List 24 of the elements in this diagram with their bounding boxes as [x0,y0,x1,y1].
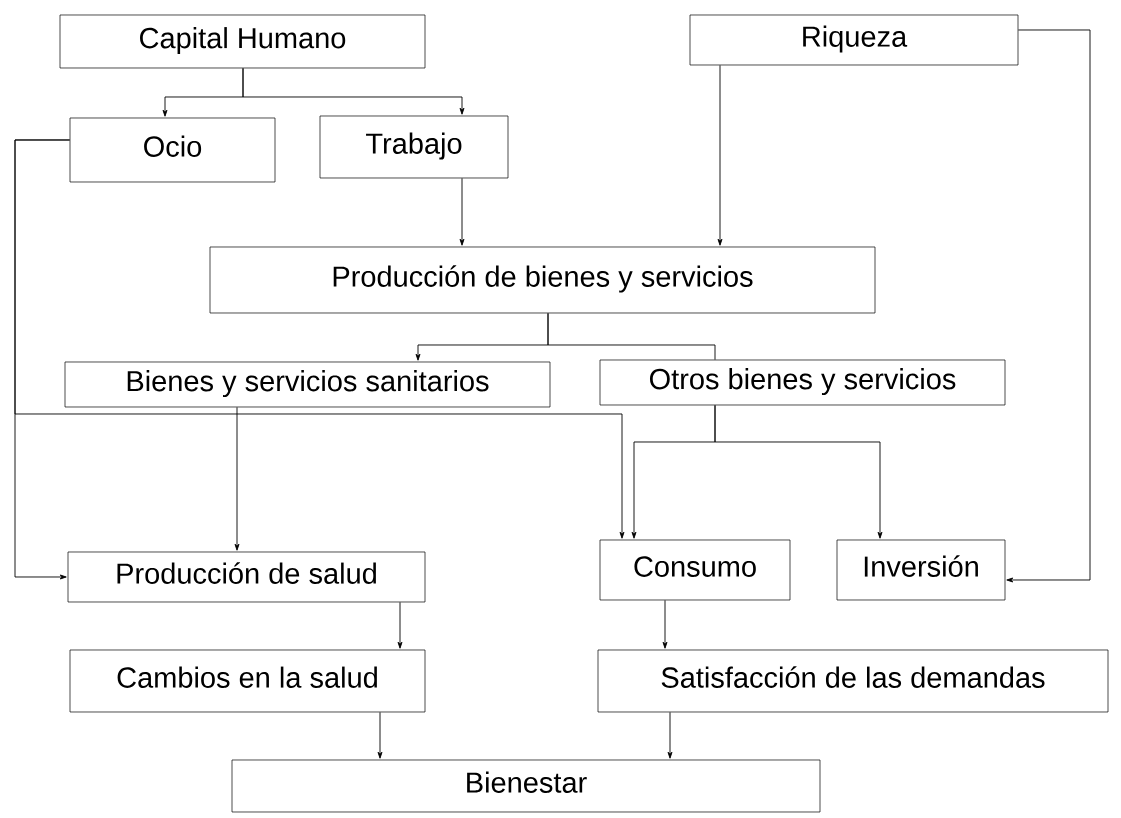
arrow [662,599,668,649]
arrow [397,601,403,649]
flow-box: Otros bienes y servicios [599,359,1006,406]
arrow [714,404,883,539]
arrow [377,711,383,759]
flow-box: Ocio [69,117,276,183]
flow-box: Bienes y servicios sanitarios [64,361,551,408]
arrow [459,177,465,246]
flow-box: Trabajo [319,115,509,179]
flow-box: Producción de salud [67,551,426,603]
flow-box: Bienestar [231,759,821,813]
flow-box: Riqueza [689,14,1019,66]
arrow [1006,29,1091,583]
arrow [667,711,673,759]
arrow [717,64,723,246]
arrow [14,139,625,539]
flow-box: Producción de bienes y servicios [209,246,876,314]
flow-box: Capital Humano [59,14,426,69]
flow-box: Consumo [599,539,791,601]
arrow [242,67,465,115]
flow-box: Satisfacción de las demandas [597,649,1109,713]
flow-box: Cambios en la salud [69,649,426,713]
arrow [234,406,240,551]
flow-box: Inversión [836,539,1006,601]
